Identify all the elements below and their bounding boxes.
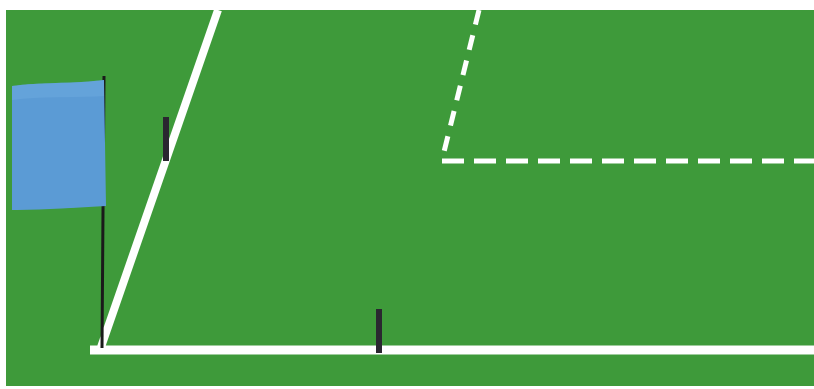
goal-line-marker: [376, 309, 382, 353]
corner-flag-icon: [12, 80, 106, 210]
touchline-marker: [163, 117, 169, 161]
grass-field: [6, 10, 814, 386]
